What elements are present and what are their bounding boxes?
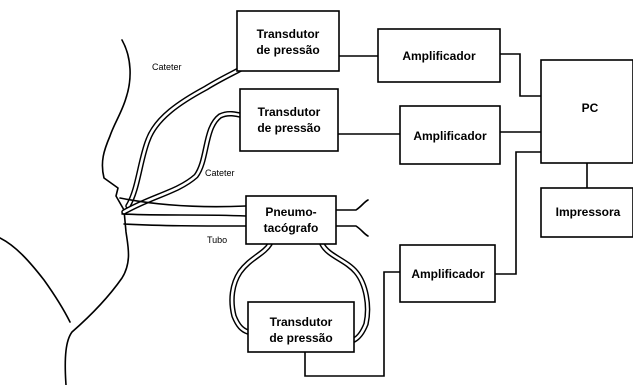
pc-label: PC (582, 101, 599, 115)
amplifier-middle-box (399, 105, 501, 165)
face-neck-line (0, 237, 71, 323)
pneumotachograph-box (245, 195, 337, 245)
breathing-tube-middle (121, 213, 247, 217)
transducer-middle-box (239, 88, 339, 152)
amplifier-top-box (377, 28, 501, 83)
transducer-bottom-label-2: de pressão (269, 331, 332, 345)
catheter-top-label: Cateter (152, 62, 182, 72)
transducer-bottom-box (247, 301, 355, 353)
pc-box (540, 59, 633, 164)
wire-amplifier-bottom-to-pc (495, 151, 541, 275)
amplifier-middle-label: Amplificador (413, 129, 487, 143)
breathing-tube-upper (119, 197, 247, 208)
amplifier-top-label: Amplificador (402, 49, 476, 63)
transducer-top-label-1: Transdutor (257, 27, 320, 41)
tube-label: Tubo (207, 235, 227, 245)
printer-box (540, 187, 633, 238)
pneumotachograph-label-2: tacógrafo (264, 221, 319, 235)
pneumotachograph-label-1: Pneumo- (265, 205, 316, 219)
printer-label: Impressora (556, 205, 621, 219)
pneumo-outlet-upper (335, 199, 369, 211)
transducer-middle-label-1: Transdutor (258, 105, 321, 119)
face-profile (64, 39, 131, 385)
transducer-top-box (236, 10, 340, 72)
pneumo-outlet-lower (335, 225, 369, 237)
wire-amplifier-top-to-pc (500, 53, 541, 97)
transducer-bottom-label-1: Transdutor (270, 315, 333, 329)
amplifier-bottom-box (399, 244, 496, 303)
transducer-middle-label-2: de pressão (257, 121, 320, 135)
amplifier-bottom-label: Amplificador (411, 267, 485, 281)
transducer-top-label-2: de pressão (256, 43, 319, 57)
wire-transducer-bottom-to-amplifier (304, 271, 400, 377)
catheter-middle-label: Cateter (205, 168, 235, 178)
breathing-tube-lower (123, 223, 247, 227)
